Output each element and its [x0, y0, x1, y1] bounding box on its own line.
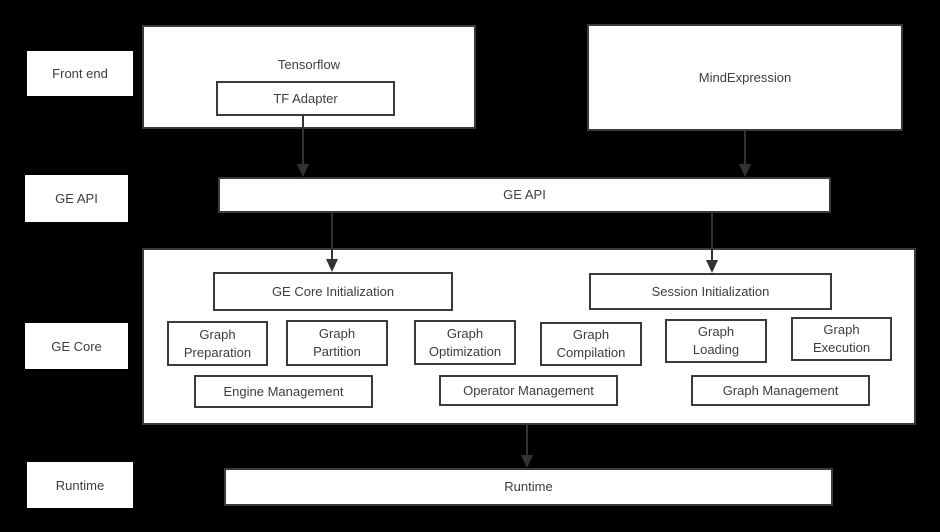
row-label-front-end: Front end [27, 51, 133, 96]
row-label-ge-core: GE Core [25, 323, 128, 369]
arrow-tf-adapter-to-ge-api-line [302, 114, 304, 165]
session-initialization-box: Session Initialization [589, 273, 832, 310]
operator-management-box: Operator Management [439, 375, 618, 406]
row-label-ge-api: GE API [25, 175, 128, 222]
mindexpression-box: MindExpression [587, 24, 903, 131]
ge-api-bar: GE API [218, 177, 831, 213]
arrow-ge-api-to-session-init-line [711, 213, 713, 261]
tensorflow-box: Tensorflow TF Adapter [142, 25, 476, 129]
graph-partition-box: Graph Partition [286, 320, 388, 366]
tf-adapter-box: TF Adapter [216, 81, 395, 116]
tensorflow-title: Tensorflow [277, 57, 341, 72]
engine-management-box: Engine Management [194, 375, 373, 408]
arrow-mindexpression-to-ge-api-line [744, 131, 746, 165]
arrow-ge-core-to-runtime-line [526, 425, 528, 456]
ge-core-initialization-box: GE Core Initialization [213, 272, 453, 311]
row-label-runtime: Runtime [27, 462, 133, 508]
arrow-ge-api-to-ge-core-init-head [326, 259, 338, 272]
arrow-ge-api-to-ge-core-init-line [331, 213, 333, 260]
graph-optimization-box: Graph Optimization [414, 320, 516, 365]
arrow-tf-adapter-to-ge-api-head [297, 164, 309, 177]
graph-loading-box: Graph Loading [665, 319, 767, 363]
graph-execution-box: Graph Execution [791, 317, 892, 361]
graph-management-box: Graph Management [691, 375, 870, 406]
graph-preparation-box: Graph Preparation [167, 321, 268, 366]
graph-compilation-box: Graph Compilation [540, 322, 642, 366]
runtime-bar: Runtime [224, 468, 833, 506]
arrow-mindexpression-to-ge-api-head [739, 164, 751, 177]
arrow-ge-api-to-session-init-head [706, 260, 718, 273]
arrow-ge-core-to-runtime-head [521, 455, 533, 468]
